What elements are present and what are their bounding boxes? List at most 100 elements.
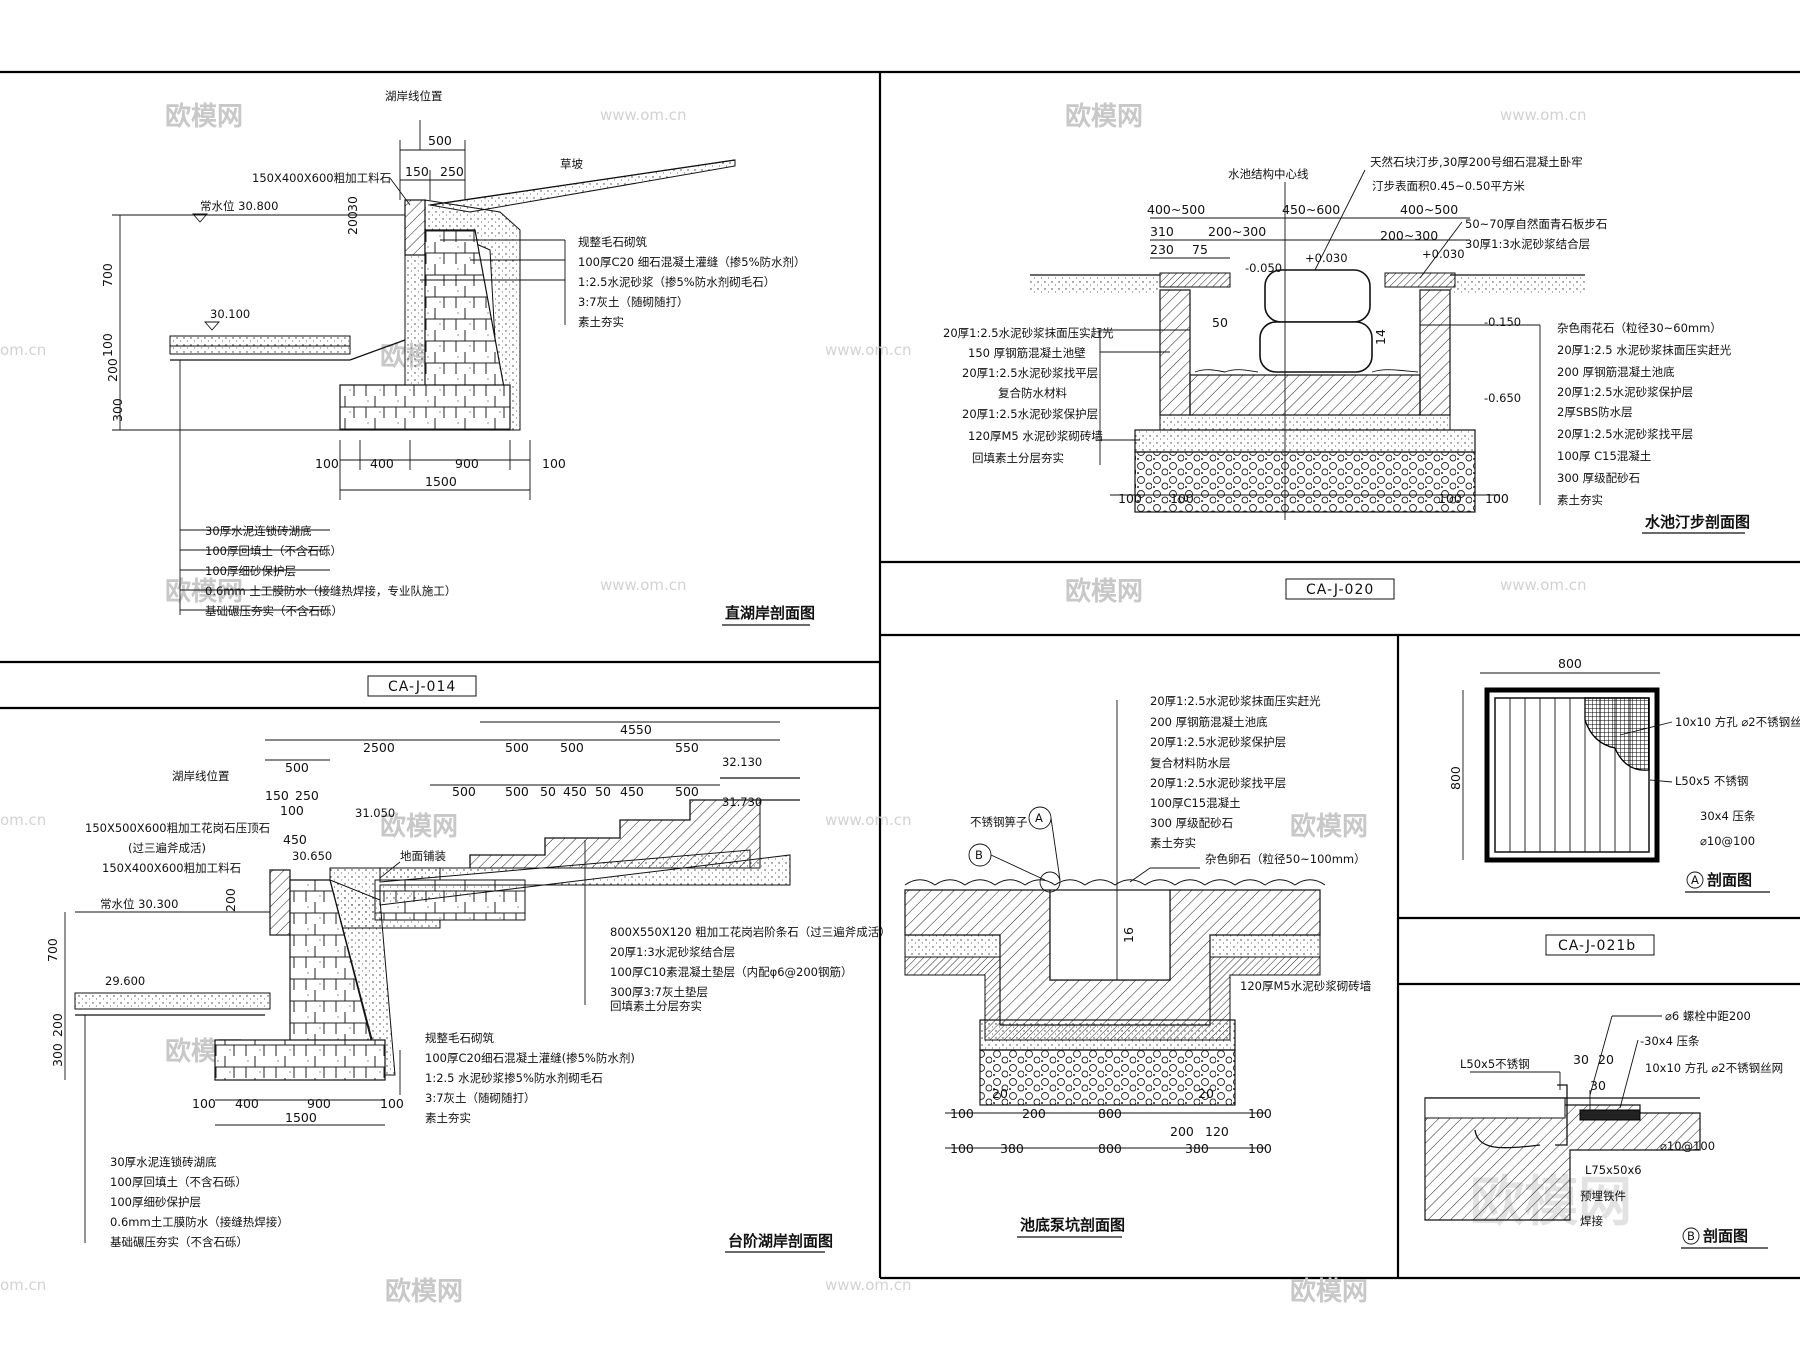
callout-rebar-a: ⌀10@100 bbox=[1700, 834, 1755, 848]
level-30650: 30.650 bbox=[292, 849, 332, 863]
dim-50-t2: 50 bbox=[595, 784, 611, 799]
watermark-url-8: www.om.cn bbox=[825, 811, 912, 829]
callout-rebar-b: ⌀10@100 bbox=[1660, 1139, 1715, 1153]
watermark-logo-7: 欧模网 bbox=[380, 811, 458, 842]
dim-100-p2-c: 100 bbox=[1438, 491, 1462, 506]
level-30100: 30.100 bbox=[210, 307, 250, 321]
level-normal-water-30300: 常水位 30.300 bbox=[100, 897, 178, 911]
dim-300-left-2: 300 bbox=[50, 1043, 65, 1067]
level-m0050: -0.050 bbox=[1245, 261, 1282, 275]
dim-200-left-2: 200 bbox=[50, 1013, 65, 1037]
dim-16: 16 bbox=[1121, 927, 1136, 943]
title-stepping-stone: 水池汀步剖面图 bbox=[1645, 513, 1750, 531]
section-terrace-shore: 常水位 30.300 29.600 31.050 30.650 32.130 3… bbox=[45, 721, 891, 1253]
watermark-logo-6: 欧模网 bbox=[1065, 576, 1143, 607]
callout-lime-soil-2: 3:7灰土（随砌随打） bbox=[425, 1091, 536, 1105]
dim-200-300-b: 200~300 bbox=[1380, 228, 1438, 243]
callout-pit-gravel: 300 厚级配砂石 bbox=[1150, 816, 1233, 830]
level-32130: 32.130 bbox=[722, 755, 762, 769]
dim-800-pit-b: 800 bbox=[1098, 1141, 1122, 1156]
watermark-url-1: www.om.cn bbox=[600, 106, 687, 124]
callout-mesh-a: 10x10 方孔 ⌀2不锈钢丝网 bbox=[1675, 715, 1800, 729]
dim-200-300-a: 200~300 bbox=[1208, 224, 1266, 239]
dim-1500-b2: 1500 bbox=[285, 1110, 317, 1125]
dim-700-left-2: 700 bbox=[45, 938, 60, 962]
watermark-url-5: www.om.cn bbox=[600, 576, 687, 594]
dim-550: 550 bbox=[675, 740, 699, 755]
section-stepping-stone: -0.050 +0.030 +0.030 -0.150 -0.650 50 14… bbox=[943, 155, 1750, 600]
dim-500-t1: 500 bbox=[505, 740, 529, 755]
dim-800-pit-a: 800 bbox=[1098, 1106, 1122, 1121]
watermark-logo-1: 欧模网 bbox=[165, 101, 243, 132]
dim-30-wall: 30 bbox=[345, 196, 360, 212]
marker-b-title: B bbox=[1687, 1229, 1695, 1243]
dim-30-b2: 30 bbox=[1590, 1078, 1606, 1093]
callout-lake-bottom-2: 30厚水泥连锁砖湖底 bbox=[110, 1155, 217, 1169]
label-natural-stone: 天然石块汀步,30厚200号细石混凝土卧牢 bbox=[1370, 155, 1583, 169]
dim-200-wall-2: 200 bbox=[223, 888, 238, 912]
callout-angle-steel-a: L50x5 不锈钢 bbox=[1675, 774, 1748, 788]
label-shoreline: 湖岸线位置 bbox=[385, 89, 443, 103]
watermark-url-4: www.om.cn bbox=[825, 341, 912, 359]
title-section-b: 剖面图 bbox=[1703, 1227, 1748, 1245]
callout-lime-cushion: 300厚3:7灰土垫层 bbox=[610, 985, 708, 999]
dim-100-b3: 100 bbox=[192, 1096, 216, 1111]
marker-a-title: A bbox=[1691, 873, 1699, 887]
callout-mesh-b: 10x10 方孔 ⌀2不锈钢丝网 bbox=[1645, 1061, 1783, 1075]
watermark-url-7: om.cn bbox=[0, 811, 46, 829]
dim-100-pit-c: 100 bbox=[950, 1141, 974, 1156]
callout-pit-leveling: 20厚1:2.5水泥砂浆找平层 bbox=[1150, 776, 1286, 790]
dim-200-left: 200 bbox=[105, 358, 120, 382]
label-bluestone: 50~70厚自然面青石板步石 bbox=[1465, 217, 1607, 231]
section-straight-shore: 500 150 250 湖岸线位置 草坡 150X400X600粗加工料石 常水… bbox=[100, 89, 815, 697]
dim-380-pit-b: 380 bbox=[1185, 1141, 1209, 1156]
callout-plaster-finish: 20厚1:2.5水泥砂浆抹面压实赶光 bbox=[943, 326, 1114, 340]
watermark-logo-8: 欧模网 bbox=[1290, 811, 1368, 842]
dim-250-t: 250 bbox=[295, 788, 319, 803]
dim-500-t2: 500 bbox=[560, 740, 584, 755]
dim-1500-b: 1500 bbox=[425, 474, 457, 489]
callout-angle-steel-b: L50x5不锈钢 bbox=[1460, 1057, 1530, 1071]
callout-pit-rc-bottom: 200 厚钢筋混凝土池底 bbox=[1150, 715, 1268, 729]
dim-380-pit-a: 380 bbox=[1000, 1141, 1024, 1156]
dim-900-b: 900 bbox=[455, 456, 479, 471]
label-rough-stone: 150X400X600粗加工料石 bbox=[252, 171, 391, 185]
callout-c20-concrete-2: 100厚C20细石混凝土灌缝(掺5%防水剂) bbox=[425, 1051, 635, 1065]
dim-450-t3: 450 bbox=[283, 832, 307, 847]
callout-pit-soil: 素土夯实 bbox=[1150, 836, 1196, 850]
dim-4550: 4550 bbox=[620, 722, 652, 737]
dim-400-500-b: 400~500 bbox=[1400, 202, 1458, 217]
callout-compacted-r: 素土夯实 bbox=[1557, 493, 1603, 507]
callout-granite-step: 800X550X120 粗加工花岗岩阶条石（过三遍斧成活） bbox=[610, 925, 891, 939]
dim-75: 75 bbox=[1192, 242, 1208, 257]
callout-foundation: 基础碾压夯实（不含石砾） bbox=[205, 604, 343, 618]
title-pump-pit: 池底泵坑剖面图 bbox=[1020, 1216, 1125, 1234]
watermark-url-10: www.om.cn bbox=[825, 1276, 912, 1294]
level-normal-water: 常水位 30.800 bbox=[200, 199, 278, 213]
callout-rc-bottom: 200 厚钢筋混凝土池底 bbox=[1557, 365, 1675, 379]
callout-geomembrane: 0.6mm 土工膜防水（接缝热焊接，专业队施工） bbox=[205, 584, 456, 598]
callout-c10-cushion: 100厚C10素混凝土垫层（内配φ6@200钢筋） bbox=[610, 965, 852, 979]
dim-900-b2: 900 bbox=[307, 1096, 331, 1111]
dim-450-t1: 450 bbox=[563, 784, 587, 799]
dim-2500: 2500 bbox=[363, 740, 395, 755]
level-31730: 31.730 bbox=[722, 795, 762, 809]
callout-compacted-2: 素土夯实 bbox=[425, 1111, 471, 1125]
level-31050: 31.050 bbox=[355, 806, 395, 820]
label-rough-stone-2: 150X400X600粗加工料石 bbox=[102, 861, 241, 875]
dim-500-t6: 500 bbox=[675, 784, 699, 799]
callout-sbs: 2厚SBS防水层 bbox=[1557, 405, 1633, 419]
callout-embedded-plate: 预埋铁件 bbox=[1580, 1189, 1626, 1203]
callout-leveling-layer: 20厚1:2.5水泥砂浆找平层 bbox=[962, 366, 1098, 380]
watermark-logo-10: 欧模网 bbox=[385, 1276, 463, 1307]
callout-angle-l75: L75x50x6 bbox=[1585, 1163, 1642, 1177]
watermark-url-3: om.cn bbox=[0, 341, 46, 359]
callout-foundation-2: 基础碾压夯实（不含石砾） bbox=[110, 1235, 248, 1249]
section-b-detail: ⌀6 螺栓中距200 -30x4 压条 L50x5不锈钢 10x10 方孔 ⌀2… bbox=[1424, 1009, 1783, 1249]
callout-rubble-masonry-2: 规整毛石砌筑 bbox=[425, 1031, 494, 1045]
callout-pit-waterproof: 复合材料防水层 bbox=[1150, 756, 1231, 770]
label-bonding-mortar: 30厚1:3水泥砂浆结合层 bbox=[1465, 237, 1590, 251]
dim-500-t4: 500 bbox=[452, 784, 476, 799]
label-shoreline-2: 湖岸线位置 bbox=[172, 769, 230, 783]
